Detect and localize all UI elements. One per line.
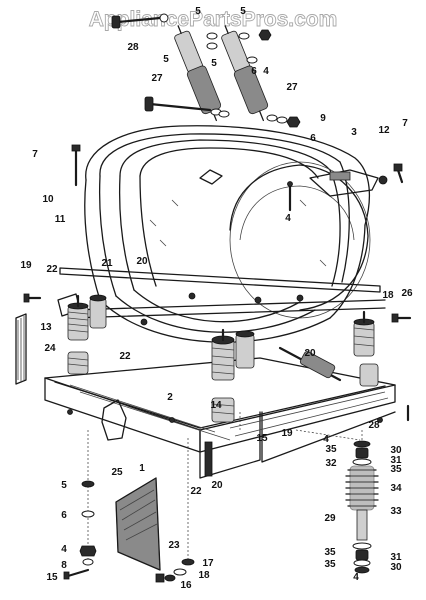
callout-27-left: 27 (151, 73, 163, 84)
callout-35-a: 35 (325, 444, 337, 455)
callout-8: 8 (61, 560, 67, 571)
callout-labels: 28 5 5 5 5 4 6 27 27 9 6 3 12 7 7 10 11 … (20, 6, 413, 591)
callout-11: 11 (55, 214, 66, 225)
callout-24: 24 (44, 343, 56, 354)
callout-26: 26 (401, 288, 413, 299)
callout-22-lower: 22 (190, 486, 202, 497)
tub-assembly (71, 125, 404, 343)
callout-1: 1 (139, 463, 145, 474)
callout-5-d: 5 (211, 58, 217, 69)
callout-19-center: 19 (281, 428, 293, 439)
callout-33: 33 (390, 506, 402, 517)
callout-13: 13 (40, 322, 52, 333)
callout-31-top: 31 (390, 455, 402, 466)
exploded-spring-stack (295, 429, 379, 574)
callout-28-top: 28 (127, 42, 139, 53)
callout-20-lower: 20 (211, 480, 223, 491)
callout-6-top: 6 (251, 66, 257, 77)
callout-18-bottom: 18 (198, 570, 210, 581)
callout-14: 14 (210, 400, 222, 411)
callout-5-b: 5 (240, 6, 246, 17)
upper-shock-assembly (111, 13, 301, 128)
callout-7-left: 7 (32, 149, 38, 160)
callout-29: 29 (324, 513, 336, 524)
callout-5-a: 5 (195, 6, 201, 17)
callout-15-bottom: 15 (46, 572, 58, 583)
callout-35-b: 35 (390, 464, 402, 475)
callout-18-right: 18 (382, 290, 394, 301)
watermark-text: AppliancePartsPros.com (89, 8, 338, 31)
callout-5-c: 5 (163, 54, 169, 65)
callout-6-bottom: 6 (61, 510, 67, 521)
exploded-hardware (63, 430, 195, 583)
callout-27-right: 27 (286, 82, 298, 93)
callout-2: 2 (167, 392, 173, 403)
callout-6-mid: 6 (310, 133, 316, 144)
callout-9: 9 (320, 113, 326, 124)
callout-28-right: 28 (368, 420, 380, 431)
callout-31-bottom: 31 (390, 552, 402, 563)
callout-19-left: 19 (20, 260, 32, 271)
callout-32: 32 (325, 458, 337, 469)
callout-5-bottom: 5 (61, 480, 67, 491)
callout-4-bottom-left: 4 (61, 544, 67, 555)
base-frame (15, 267, 412, 479)
callout-4-bottom-right: 4 (353, 572, 359, 583)
callout-34: 34 (390, 483, 402, 494)
callout-12: 12 (378, 125, 390, 136)
callout-23: 23 (168, 540, 180, 551)
callout-16: 16 (180, 580, 192, 591)
callout-4-right: 4 (323, 434, 329, 445)
callout-30-top: 30 (390, 445, 402, 456)
callout-25: 25 (111, 467, 123, 478)
callout-15-center: 15 (256, 433, 268, 444)
suspension-springs (67, 292, 379, 423)
callout-3: 3 (351, 127, 357, 138)
callout-4-center: 4 (285, 213, 291, 224)
callout-4-top: 4 (263, 66, 269, 77)
callout-35-d: 35 (324, 559, 336, 570)
callout-20-right: 20 (304, 348, 316, 359)
callout-22-upper: 22 (46, 264, 58, 275)
callout-22-mid: 22 (119, 351, 131, 362)
callout-35-c: 35 (324, 547, 336, 558)
leader-lines (147, 411, 363, 440)
callout-20-upper: 20 (136, 256, 148, 267)
callout-21: 21 (101, 258, 113, 269)
callout-7-right: 7 (402, 118, 408, 129)
callout-10: 10 (42, 194, 54, 205)
callout-30-bottom: 30 (390, 562, 402, 573)
callout-17: 17 (202, 558, 214, 569)
